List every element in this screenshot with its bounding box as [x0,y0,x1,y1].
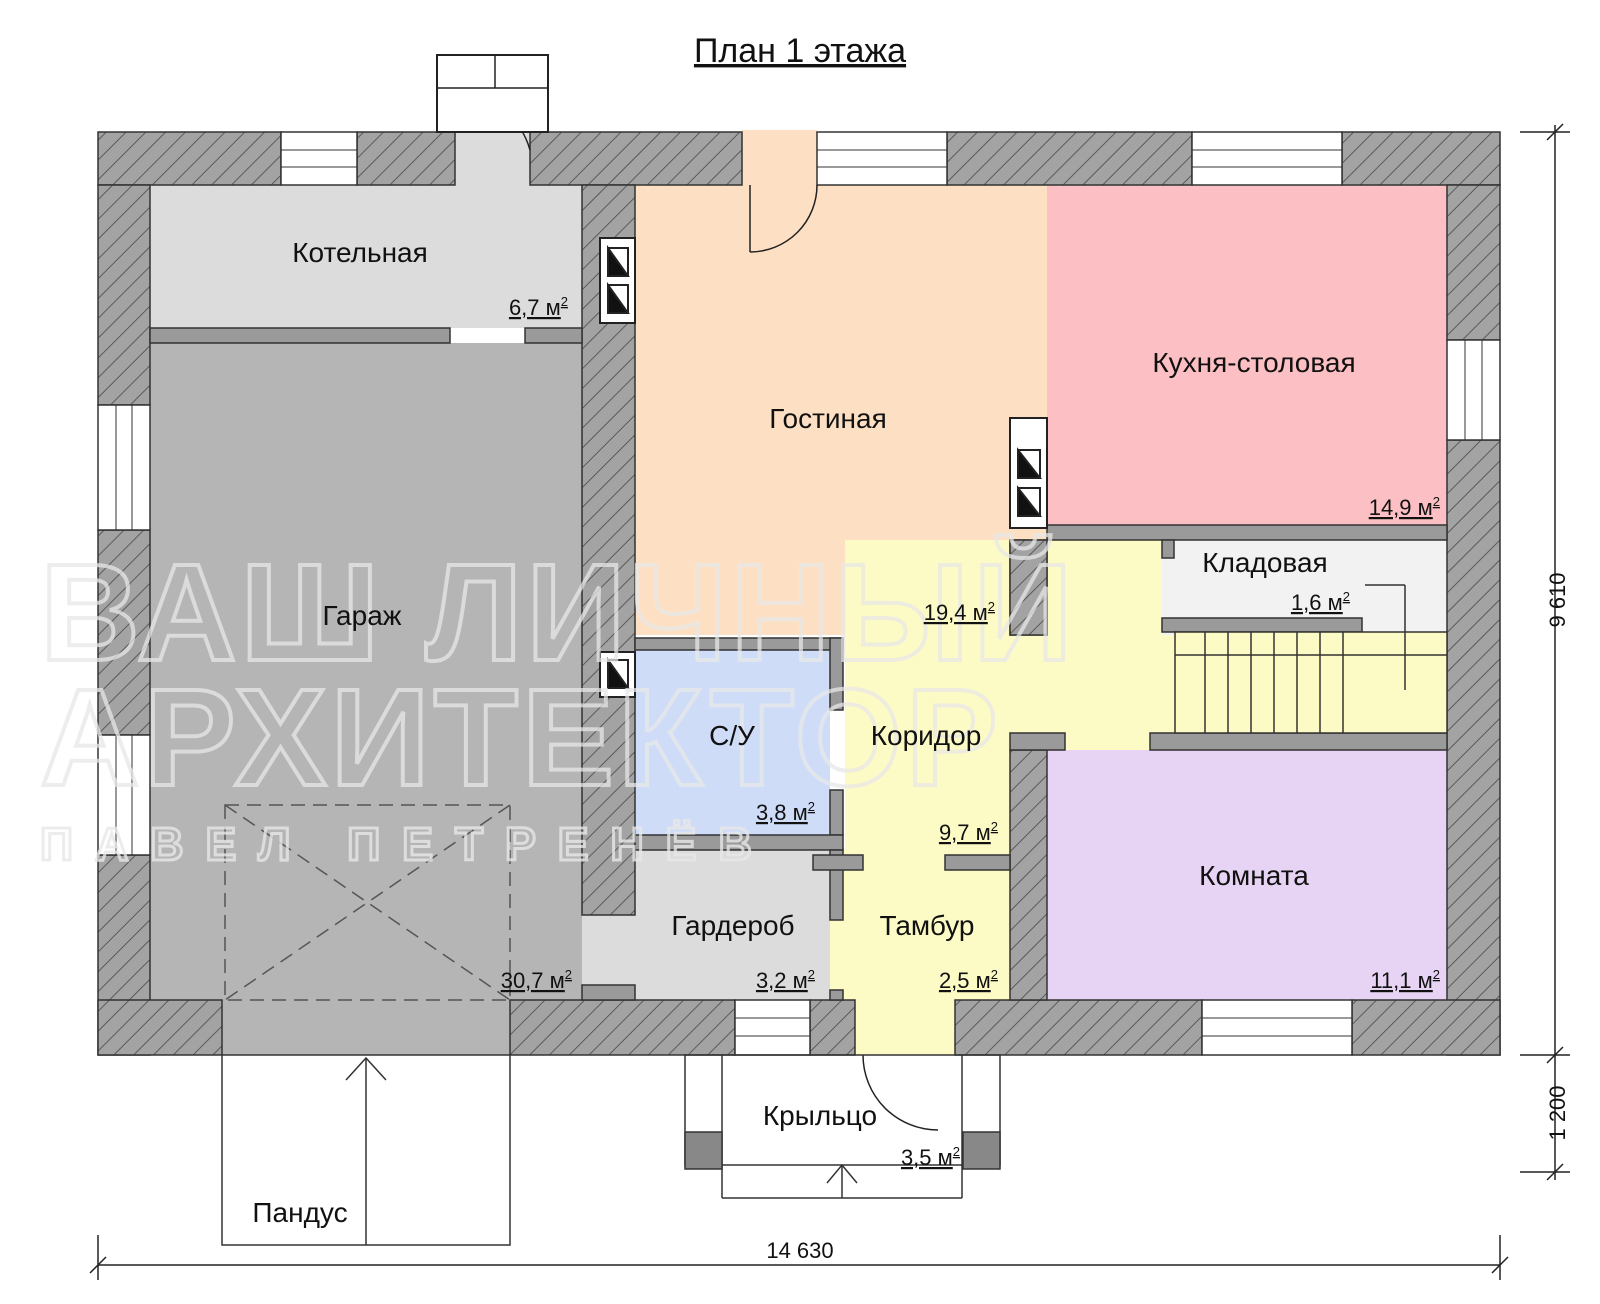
window-lines [115,149,1483,1037]
porch-name: Крыльцо [763,1100,877,1131]
living-door-fill [742,130,817,185]
boiler-fill [150,185,582,328]
porch [684,1054,1001,1199]
vestibule-name: Тамбур [879,910,974,941]
living-name: Гостиная [769,403,887,434]
plan-title: План 1 этажа [694,32,906,70]
partitions [149,327,1448,1001]
bathroom-fill [635,650,830,835]
boiler-door-fill [455,130,530,185]
bathroom-area: 3,8 м2 [756,799,815,825]
watermark-line1: ВАШ ЛИЧНЫЙ [40,535,1076,690]
vent-ducts [599,237,1048,698]
bathroom-name: С/У [709,720,755,751]
staircase [1174,584,1448,734]
room-name: Комната [1199,860,1309,891]
boiler-area: 6,7 м2 [509,294,568,320]
room-fill [1047,750,1447,1000]
storage-name: Кладовая [1202,547,1327,578]
boiler-name: Котельная [292,237,428,268]
garage-fill [150,343,582,1000]
dimension-height: 9 610 [1545,572,1570,627]
dimension-lines [89,123,1570,1280]
kitchen-fill [1047,185,1447,525]
garage-name: Гараж [322,600,401,631]
storage-area: 1,6 м2 [1291,589,1350,615]
ramp-name: Пандус [252,1197,347,1228]
room-area: 11,1 м2 [1370,967,1440,993]
dimension-porch-depth: 1 200 [1545,1085,1570,1140]
watermark-line3: ПАВЕЛ ПЕТРЕНЁВ [40,818,774,870]
ramp-entry-fill [222,1000,510,1055]
dimension-width: 14 630 [766,1238,833,1263]
vestibule-area: 2,5 м2 [939,967,998,993]
watermark: ВАШ ЛИЧНЫЙ АРХИТЕКТОР ПАВЕЛ ПЕТРЕНЁВ [38,533,1076,872]
wardrobe-name: Гардероб [671,910,794,941]
living-column [1009,539,1048,636]
kitchen-area: 14,9 м2 [1369,494,1440,520]
boiler-vestibule [436,54,549,133]
watermark-line2: АРХИТЕКТОР [40,661,1002,815]
kitchen-name: Кухня-столовая [1152,347,1355,378]
porch-area: 3,5 м2 [901,1144,960,1170]
wardrobe-fill [635,850,830,1000]
living-area: 19,4 м2 [924,599,995,625]
windows [97,131,1501,1056]
ramp [221,1054,511,1246]
wardrobe-area: 3,2 м2 [756,967,815,993]
garage-area: 30,7 м2 [501,967,572,993]
corridor-fill-2 [845,635,1015,860]
corridor-area: 9,7 м2 [939,819,998,845]
garage-car-outline [224,804,511,1001]
corridor-name: Коридор [871,720,982,751]
